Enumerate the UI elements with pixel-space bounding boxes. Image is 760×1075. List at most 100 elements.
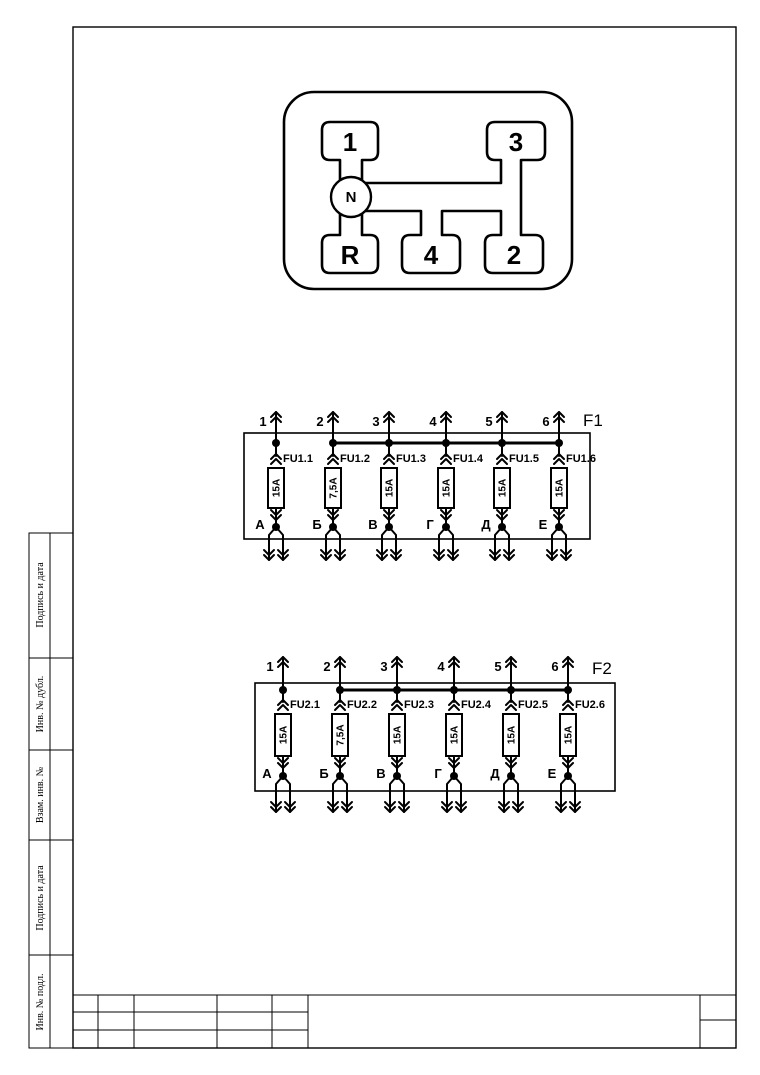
- junction-dot: [272, 439, 280, 447]
- gear-2-label: 2: [507, 240, 521, 270]
- connector-chevron-icon: [341, 801, 353, 813]
- connector-chevron-icon: [555, 801, 567, 813]
- gear-4-label: 4: [424, 240, 439, 270]
- fuse-block-label: F1: [583, 411, 603, 430]
- fuse-rating-label: 15A: [272, 479, 283, 497]
- output-pin-label: Г: [434, 766, 442, 781]
- fuse-rating-label: 15A: [498, 479, 509, 497]
- connector-chevron-icon: [327, 801, 339, 813]
- fuse-rating-label: 15A: [450, 726, 461, 744]
- junction-dot: [329, 439, 337, 447]
- gear-gate-path: [320, 120, 547, 275]
- fuse-id-label: FU2.4: [461, 699, 492, 711]
- junction-dot: [555, 439, 563, 447]
- junction-dot: [393, 686, 401, 694]
- fuse-rating-label: 15A: [385, 479, 396, 497]
- fuse-id-label: FU2.3: [404, 699, 434, 711]
- connector-chevron-icon: [448, 699, 460, 711]
- output-pin-label: В: [368, 517, 377, 532]
- connector-chevron-icon: [277, 549, 289, 561]
- gear-1-label: 1: [343, 127, 357, 157]
- output-pin-label: А: [262, 766, 272, 781]
- output-pin-label: Д: [490, 766, 500, 781]
- connector-chevron-icon: [447, 549, 459, 561]
- output-pin-label: Е: [539, 517, 548, 532]
- fuse-id-label: FU2.1: [290, 699, 320, 711]
- fuse-id-label: FU1.6: [566, 453, 596, 465]
- connector-chevron-icon: [334, 549, 346, 561]
- input-pin-label: 5: [494, 659, 501, 674]
- fuse-rating-label: 15A: [507, 726, 518, 744]
- gear-3-label: 3: [509, 127, 523, 157]
- fuse-id-label: FU2.2: [347, 699, 377, 711]
- input-pin-label: 4: [437, 659, 445, 674]
- input-pin-label: 5: [485, 414, 492, 429]
- connector-chevron-icon: [569, 801, 581, 813]
- fuse-rating-label: 15A: [279, 726, 290, 744]
- connector-chevron-icon: [455, 801, 467, 813]
- connector-chevron-icon: [440, 453, 452, 465]
- output-split-wires: [494, 526, 510, 561]
- fuse-rating-label: 15A: [564, 726, 575, 744]
- output-pin-label: Б: [312, 517, 321, 532]
- connector-chevron-icon: [441, 801, 453, 813]
- connector-chevron-icon: [270, 801, 282, 813]
- fuse-id-label: FU2.6: [575, 699, 605, 711]
- input-pin-label: 6: [542, 414, 549, 429]
- connector-chevron-icon: [512, 801, 524, 813]
- output-split-wires: [446, 775, 462, 813]
- connector-chevron-icon: [562, 699, 574, 711]
- connector-chevron-icon: [496, 453, 508, 465]
- stamp-label-inv-podl: Инв. № подл.: [35, 974, 46, 1031]
- connector-chevron-icon: [391, 699, 403, 711]
- fuse-block-f2: F21FU2.115AА2FU2.27,5AБ3FU2.315AВ4FU2.41…: [254, 656, 616, 813]
- input-pin-label: 1: [259, 414, 266, 429]
- connector-chevron-icon: [560, 549, 572, 561]
- connector-chevron-icon: [270, 453, 282, 465]
- side-stamp: Инв. № подл. Подпись и дата Взам. инв. №…: [28, 532, 74, 1049]
- fuse-block-label: F2: [592, 659, 612, 678]
- junction-dot: [507, 686, 515, 694]
- connector-chevron-icon: [390, 549, 402, 561]
- stamp-label-signature-date-2: Подпись и дата: [35, 562, 46, 628]
- connector-chevron-icon: [546, 549, 558, 561]
- connector-chevron-icon: [320, 549, 332, 561]
- output-split-wires: [268, 526, 284, 561]
- fuse-rating-label: 7,5A: [329, 477, 340, 498]
- connector-chevron-icon: [433, 549, 445, 561]
- junction-dot: [450, 686, 458, 694]
- connector-chevron-icon: [553, 453, 565, 465]
- gear-shift-diagram: N 1 3 R 4 2: [282, 90, 574, 291]
- input-pin-label: 3: [372, 414, 379, 429]
- connector-chevron-icon: [498, 801, 510, 813]
- output-split-wires: [381, 526, 397, 561]
- sheet-frame: [72, 26, 737, 1049]
- connector-chevron-icon: [334, 699, 346, 711]
- connector-chevron-icon: [263, 549, 275, 561]
- title-block: [73, 994, 736, 1048]
- connector-chevron-icon: [284, 801, 296, 813]
- fuse-id-label: FU1.5: [509, 453, 539, 465]
- fuse-rating-label: 7,5A: [336, 724, 347, 745]
- output-split-wires: [551, 526, 567, 561]
- fuse-id-label: FU1.3: [396, 453, 426, 465]
- fuse-rating-label: 15A: [393, 726, 404, 744]
- connector-chevron-icon: [277, 699, 289, 711]
- connector-chevron-icon: [398, 801, 410, 813]
- output-pin-label: Б: [319, 766, 328, 781]
- connector-chevron-icon: [383, 453, 395, 465]
- fuse-id-label: FU1.4: [453, 453, 484, 465]
- output-split-wires: [389, 775, 405, 813]
- stamp-label-inv-dubl: Инв. № дубл.: [35, 676, 46, 733]
- junction-dot: [385, 439, 393, 447]
- output-split-wires: [438, 526, 454, 561]
- input-pin-label: 4: [429, 414, 437, 429]
- connector-chevron-icon: [384, 801, 396, 813]
- junction-dot: [564, 686, 572, 694]
- connector-chevron-icon: [489, 549, 501, 561]
- input-pin-label: 2: [323, 659, 330, 674]
- fuse-id-label: FU2.5: [518, 699, 548, 711]
- stamp-label-vzam-inv: Взам. инв. №: [35, 767, 46, 823]
- gear-neutral-label: N: [346, 189, 357, 206]
